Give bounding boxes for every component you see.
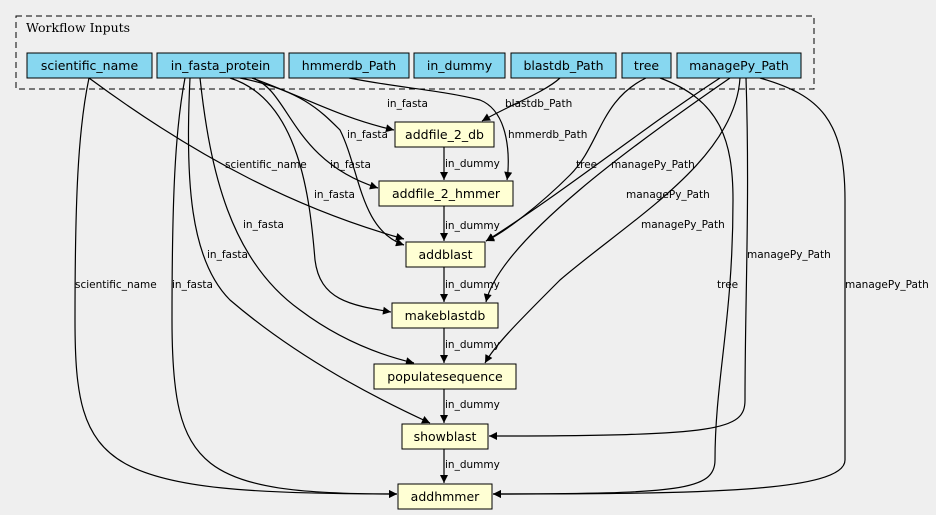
- edge-label-managePy_Path-to-addblast: managePy_Path: [611, 159, 695, 171]
- edge-tree-to-addblast: [485, 77, 647, 242]
- step-node-label: addfile_2_hmmer: [392, 186, 501, 201]
- input-node-box: [621, 52, 672, 79]
- input-node-label: in_dummy: [427, 58, 493, 73]
- edge-hmmerdb_Path-to-addfile_2_hmmer: [348, 77, 513, 181]
- edge-label-tree-to-addhmmer: tree: [717, 279, 738, 291]
- step-node-populatesequence[interactable]: populatesequence: [373, 363, 517, 390]
- input-node-box: [156, 52, 285, 79]
- edge-in_fasta_protein-to-showblast: [187, 77, 431, 424]
- cluster-title: Workflow Inputs: [26, 20, 130, 35]
- step-node-box: [397, 483, 493, 510]
- edge-label-managePy_Path-to-populatesequence: managePy_Path: [641, 219, 725, 231]
- edge-in_fasta_protein-to-addblast: [239, 77, 405, 247]
- step-node-label: addfile_2_db: [405, 127, 484, 142]
- edge-label-hmmerdb_Path-to-addfile_2_hmmer: hmmerdb_Path: [508, 129, 587, 141]
- step-node-box: [394, 121, 495, 148]
- edge-label-tree-to-addblast: tree: [576, 159, 597, 171]
- input-node-blastdb_Path[interactable]: blastdb_Path: [510, 52, 617, 79]
- edge-managePy_Path-to-makeblastdb: [483, 77, 731, 303]
- edge-label-managePy_Path-to-addhmmer: managePy_Path: [845, 279, 929, 291]
- step-node-makeblastdb[interactable]: makeblastdb: [391, 302, 499, 329]
- step-node-label: populatesequence: [387, 369, 503, 384]
- edge-label-managePy_Path-to-makeblastdb: managePy_Path: [626, 189, 710, 201]
- step-node-box: [373, 363, 517, 390]
- step-node-label: showblast: [414, 429, 477, 444]
- step-node-showblast[interactable]: showblast: [401, 423, 489, 450]
- edge-label-in_fasta_protein-to-addblast: in_fasta: [330, 159, 371, 171]
- step-node-addblast[interactable]: addblast: [405, 241, 486, 268]
- edge-scientific_name-to-addblast: [88, 77, 405, 241]
- edge-in_fasta_protein-to-populatesequence: [199, 77, 415, 366]
- input-node-label: blastdb_Path: [523, 58, 603, 73]
- step-node-box: [401, 423, 489, 450]
- input-node-in_fasta_protein[interactable]: in_fasta_protein: [156, 52, 285, 79]
- edge-managePy_Path-to-addhmmer: [492, 77, 846, 498]
- input-node-box: [510, 52, 617, 79]
- step-node-box: [405, 241, 486, 268]
- edge-label-scientific_name-to-addhmmer: scientific_name: [75, 279, 157, 291]
- edge-blastdb_Path-to-addfile_2_db: [481, 77, 561, 122]
- edge-label-in_fasta_protein-to-addfile_2_hmmer: in_fasta: [347, 129, 388, 141]
- edge-label-in_fasta_protein-to-showblast: in_fasta: [207, 249, 248, 261]
- input-node-in_dummy[interactable]: in_dummy: [413, 52, 506, 79]
- edge-managePy_Path-to-populatesequence: [484, 77, 741, 364]
- step-node-box: [378, 180, 514, 207]
- step-node-addfile_2_db[interactable]: addfile_2_db: [394, 121, 495, 148]
- step-node-addfile_2_hmmer[interactable]: addfile_2_hmmer: [378, 180, 514, 207]
- step-node-label: makeblastdb: [405, 308, 486, 323]
- step-node-addhmmer[interactable]: addhmmer: [397, 483, 493, 510]
- edge-label-in_fasta_protein-to-populatesequence: in_fasta: [243, 219, 284, 231]
- input-node-hmmerdb_Path[interactable]: hmmerdb_Path: [288, 52, 410, 79]
- edge-managePy_Path-to-addblast: [485, 77, 721, 242]
- step-node-box: [391, 302, 499, 329]
- edge-in_fasta_protein-to-addfile_2_hmmer: [251, 77, 379, 190]
- edge-label-in_fasta_protein-to-addhmmer: in_fasta: [172, 279, 213, 291]
- edge-scientific_name-to-addhmmer: [74, 77, 398, 498]
- input-node-label: scientific_name: [41, 58, 139, 73]
- edge-in_fasta_protein-to-addfile_2_db: [251, 77, 395, 133]
- input-node-scientific_name[interactable]: scientific_name: [26, 52, 153, 79]
- input-node-label: tree: [634, 58, 659, 73]
- input-node-label: hmmerdb_Path: [302, 58, 396, 73]
- edge-label-in_fasta_protein-to-addfile_2_db: in_fasta: [387, 98, 428, 110]
- edge-label-addfile_2_hmmer-to-addblast: in_dummy: [445, 220, 500, 232]
- input-node-managePy_Path[interactable]: managePy_Path: [676, 52, 802, 79]
- edge-label-makeblastdb-to-populatesequence: in_dummy: [445, 339, 500, 351]
- edge-label-addfile_2_db-to-addfile_2_hmmer: in_dummy: [445, 158, 500, 170]
- input-node-label: in_fasta_protein: [171, 58, 270, 73]
- edge-managePy_Path-to-showblast: [488, 77, 749, 440]
- step-node-label: addblast: [418, 247, 472, 262]
- input-node-box: [413, 52, 506, 79]
- edge-label-in_fasta_protein-to-makeblastdb: in_fasta: [314, 189, 355, 201]
- edge-in_fasta_protein-to-addhmmer: [171, 77, 398, 498]
- input-node-box: [676, 52, 802, 79]
- edge-in_fasta_protein-to-makeblastdb: [229, 77, 392, 315]
- edge-label-populatesequence-to-showblast: in_dummy: [445, 399, 500, 411]
- edge-label-blastdb_Path-to-addfile_2_db: blastdb_Path: [505, 98, 572, 110]
- input-node-label: managePy_Path: [689, 58, 789, 73]
- input-node-box: [26, 52, 153, 79]
- edge-label-showblast-to-addhmmer: in_dummy: [445, 459, 500, 471]
- input-node-tree[interactable]: tree: [621, 52, 672, 79]
- step-node-label: addhmmer: [411, 489, 480, 504]
- edge-tree-to-addhmmer: [492, 77, 734, 498]
- input-node-box: [288, 52, 410, 79]
- edge-label-managePy_Path-to-showblast: managePy_Path: [747, 249, 831, 261]
- edge-label-addblast-to-makeblastdb: in_dummy: [445, 279, 500, 291]
- edge-label-scientific_name-to-addblast: scientific_name: [225, 159, 307, 171]
